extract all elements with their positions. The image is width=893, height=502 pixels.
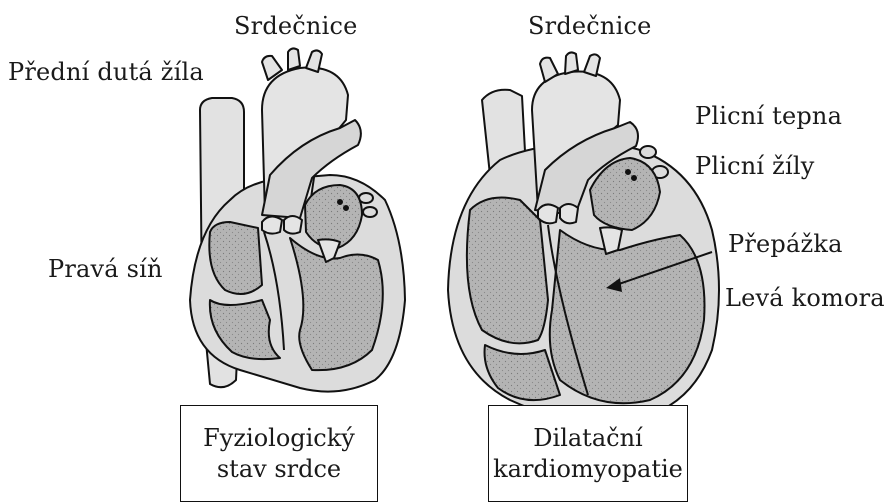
label-septum: Přepážka	[728, 230, 843, 258]
label-left-ventricle: Levá komora	[725, 284, 885, 312]
dilated-valve-1	[538, 204, 558, 223]
label-right-atrium: Pravá síň	[48, 255, 163, 283]
caption-normal-line1: Fyziologický	[203, 423, 355, 454]
normal-left-ventricle	[290, 238, 383, 370]
label-pulmonary-artery: Plicní tepna	[695, 102, 842, 130]
caption-normal-line2: stav srdce	[203, 454, 355, 485]
caption-normal: Fyziologický stav srdce	[180, 405, 378, 502]
normal-heart	[190, 48, 405, 391]
normal-pulmonary-vein-2	[363, 207, 377, 217]
dilated-left-ventricle	[550, 230, 705, 403]
dilated-aorta-branch-3	[584, 54, 600, 76]
dilated-valve-2	[560, 204, 578, 223]
dilated-right-chamber	[467, 198, 548, 344]
caption-dilated-line2: kardiomyopatie	[493, 454, 683, 485]
normal-valve-1	[262, 216, 282, 233]
dilated-pulmonary-vein-1	[640, 146, 656, 158]
label-aorta-right: Srdečnice	[528, 12, 652, 40]
label-vena-cava: Přední dutá žíla	[8, 58, 204, 86]
label-aorta-left: Srdečnice	[234, 12, 358, 40]
normal-aorta-branch-3	[306, 50, 322, 72]
caption-dilated-line1: Dilatační	[493, 423, 683, 454]
dilated-heart	[448, 52, 719, 421]
caption-dilated: Dilatační kardiomyopatie	[488, 405, 688, 502]
normal-aorta-branch-2	[288, 48, 300, 70]
dilated-aorta-branch-2	[565, 52, 578, 74]
normal-valve-2	[284, 216, 302, 234]
label-pulmonary-veins: Plicní žíly	[695, 152, 814, 180]
